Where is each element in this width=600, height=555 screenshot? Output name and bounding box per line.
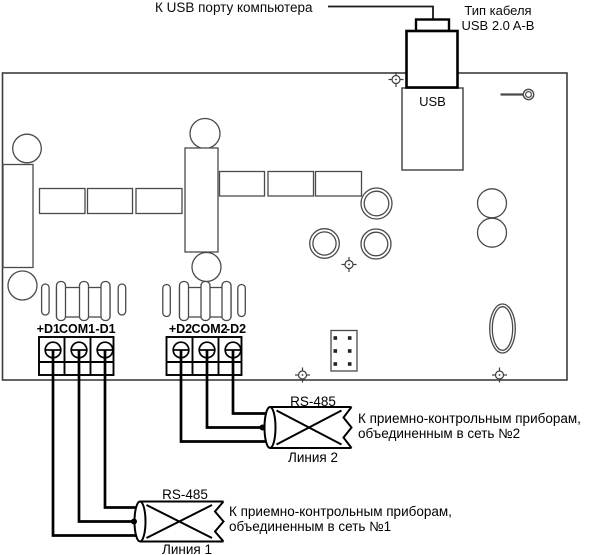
cable-type-line1: Тип кабеля <box>464 3 532 18</box>
component-circle <box>189 117 221 150</box>
wire-com1 <box>77 349 136 523</box>
component-circle <box>476 217 508 248</box>
shield-junction-dot <box>259 424 266 431</box>
line1-destination: К приемно-контрольным приборам, объедине… <box>229 504 452 534</box>
usb-socket <box>401 87 464 171</box>
component-choke <box>55 280 111 322</box>
fiducial-icon <box>341 257 357 272</box>
component-choke <box>178 280 232 322</box>
component-pill <box>237 283 246 318</box>
component-rect <box>135 187 183 215</box>
component-circle <box>191 251 222 283</box>
label-com1: COM1 <box>58 322 96 336</box>
cable-break-icon <box>342 406 353 449</box>
cable-type-line2: USB 2.0 A-B <box>461 18 535 33</box>
cable-line-2 <box>259 406 353 449</box>
label-com2: COM2 <box>191 322 228 336</box>
component-rect <box>314 170 363 197</box>
wire-plus-d2 <box>179 349 269 443</box>
pcb-components <box>2 88 535 372</box>
line1-dest-l2: объединенным в сеть №1 <box>229 518 392 534</box>
wire-com2 <box>205 349 264 429</box>
component-rect-tall-left <box>2 163 34 269</box>
usb-port-note: К USB порту компьютера <box>155 0 313 15</box>
line1-name: Линия 1 <box>162 541 212 555</box>
jumper-header <box>330 329 358 372</box>
shield-junction-dot <box>131 518 137 525</box>
terminal-block-1 <box>38 336 115 376</box>
wire-minus-d1 <box>103 349 140 509</box>
label-minus-d2: -D2 <box>225 322 247 336</box>
line2-dest-l2: объединенным в сеть №2 <box>358 425 521 441</box>
line2-destination: К приемно-контрольным приборам, объедине… <box>358 411 581 441</box>
usb-cable-wire <box>328 5 434 20</box>
cable-line-1 <box>131 500 225 543</box>
capacitor <box>360 187 393 220</box>
component-pill <box>162 283 171 318</box>
label-minus-d1: -D1 <box>95 322 116 336</box>
component-circle <box>12 133 42 164</box>
cable-break-icon <box>213 500 225 543</box>
usb-plug-body <box>405 29 459 89</box>
component-circle <box>7 270 38 301</box>
fiducial-icon <box>388 72 404 87</box>
component-rect-tall-center <box>184 147 219 253</box>
wire-minus-d2 <box>231 349 269 415</box>
wire-plus-d1 <box>51 349 139 537</box>
cable-type-note: Тип кабеля USB 2.0 A-B <box>458 3 538 33</box>
fiducial-marks <box>295 72 507 383</box>
line2-dest-l1: К приемно-контрольным приборам, <box>358 411 581 426</box>
line1-dest-l1: К приемно-контрольным приборам, <box>229 504 452 519</box>
component-pill <box>40 283 50 316</box>
bus-label-line2: RS-485 <box>290 393 336 409</box>
component-rect <box>38 187 86 215</box>
component-rect <box>218 170 266 197</box>
usb-socket-label: USB <box>419 94 446 109</box>
test-pin <box>500 88 535 101</box>
usb-plug-top <box>414 18 451 33</box>
bus-label-line1: RS-485 <box>162 486 208 502</box>
fiducial-icon <box>492 367 507 383</box>
mounting-slot <box>489 303 516 354</box>
component-rect <box>86 187 134 215</box>
rs485-wires <box>51 349 269 537</box>
pcb-board-outline <box>1 72 568 381</box>
label-plus-d2: +D2 <box>168 322 193 336</box>
usb-connector <box>328 5 464 171</box>
terminal-block-2 <box>165 336 243 376</box>
component-pill <box>117 283 127 316</box>
component-circle <box>476 188 508 219</box>
label-plus-d1: +D1 <box>36 322 60 336</box>
line2-name: Линия 2 <box>288 450 338 465</box>
fiducial-icon <box>295 367 310 383</box>
capacitor <box>360 228 392 260</box>
capacitor <box>309 228 340 259</box>
component-rect <box>267 170 315 197</box>
